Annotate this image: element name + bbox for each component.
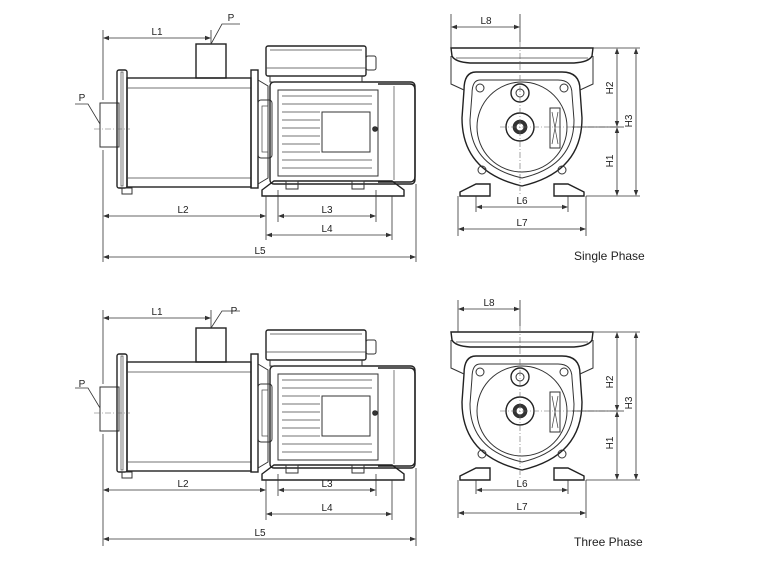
- dim-h2-label: H2: [605, 81, 616, 94]
- dim-h1-label: H1: [605, 436, 616, 449]
- dim-l7-label: L7: [516, 218, 528, 229]
- dim-l2-label: L2: [177, 479, 189, 490]
- three-phase-view: L1 P P L2 L3 L4 L5 L8 L6: [75, 298, 643, 549]
- port-p-top-label: P: [231, 306, 238, 317]
- dim-l1-label: L1: [151, 27, 163, 38]
- dim-l4-label: L4: [321, 503, 333, 514]
- three-phase-end-elevation: [450, 325, 621, 481]
- dim-l8-label: L8: [483, 298, 495, 309]
- port-p-side-label: P: [79, 379, 86, 390]
- dim-l2-label: L2: [177, 205, 189, 216]
- dim-l7-label: L7: [516, 502, 528, 513]
- three-phase-caption: Three Phase: [574, 535, 643, 549]
- port-p-top-label: P: [228, 13, 235, 24]
- dim-l6-label: L6: [516, 196, 528, 207]
- dim-l3-label: L3: [321, 205, 333, 216]
- single-phase-view: L1 P P L2 L3 L4 L5 L8 L6: [75, 13, 645, 263]
- single-phase-caption: Single Phase: [574, 249, 645, 263]
- dim-h2-label: H2: [605, 375, 616, 388]
- dim-l6-label: L6: [516, 479, 528, 490]
- dim-l4-label: L4: [321, 224, 333, 235]
- single-phase-side-elevation: [93, 43, 416, 197]
- dim-h1-label: H1: [605, 154, 616, 167]
- dim-h3-label: H3: [624, 396, 635, 409]
- dim-l1-label: L1: [151, 307, 163, 318]
- dim-l5-label: L5: [254, 528, 266, 539]
- port-p-side-label: P: [79, 93, 86, 104]
- dim-l3-label: L3: [321, 479, 333, 490]
- dim-l5-label: L5: [254, 246, 266, 257]
- single-phase-end-elevation: [450, 41, 621, 197]
- three-phase-side-elevation: [93, 327, 416, 481]
- dim-h3-label: H3: [624, 114, 635, 127]
- dim-l8-label: L8: [480, 16, 492, 27]
